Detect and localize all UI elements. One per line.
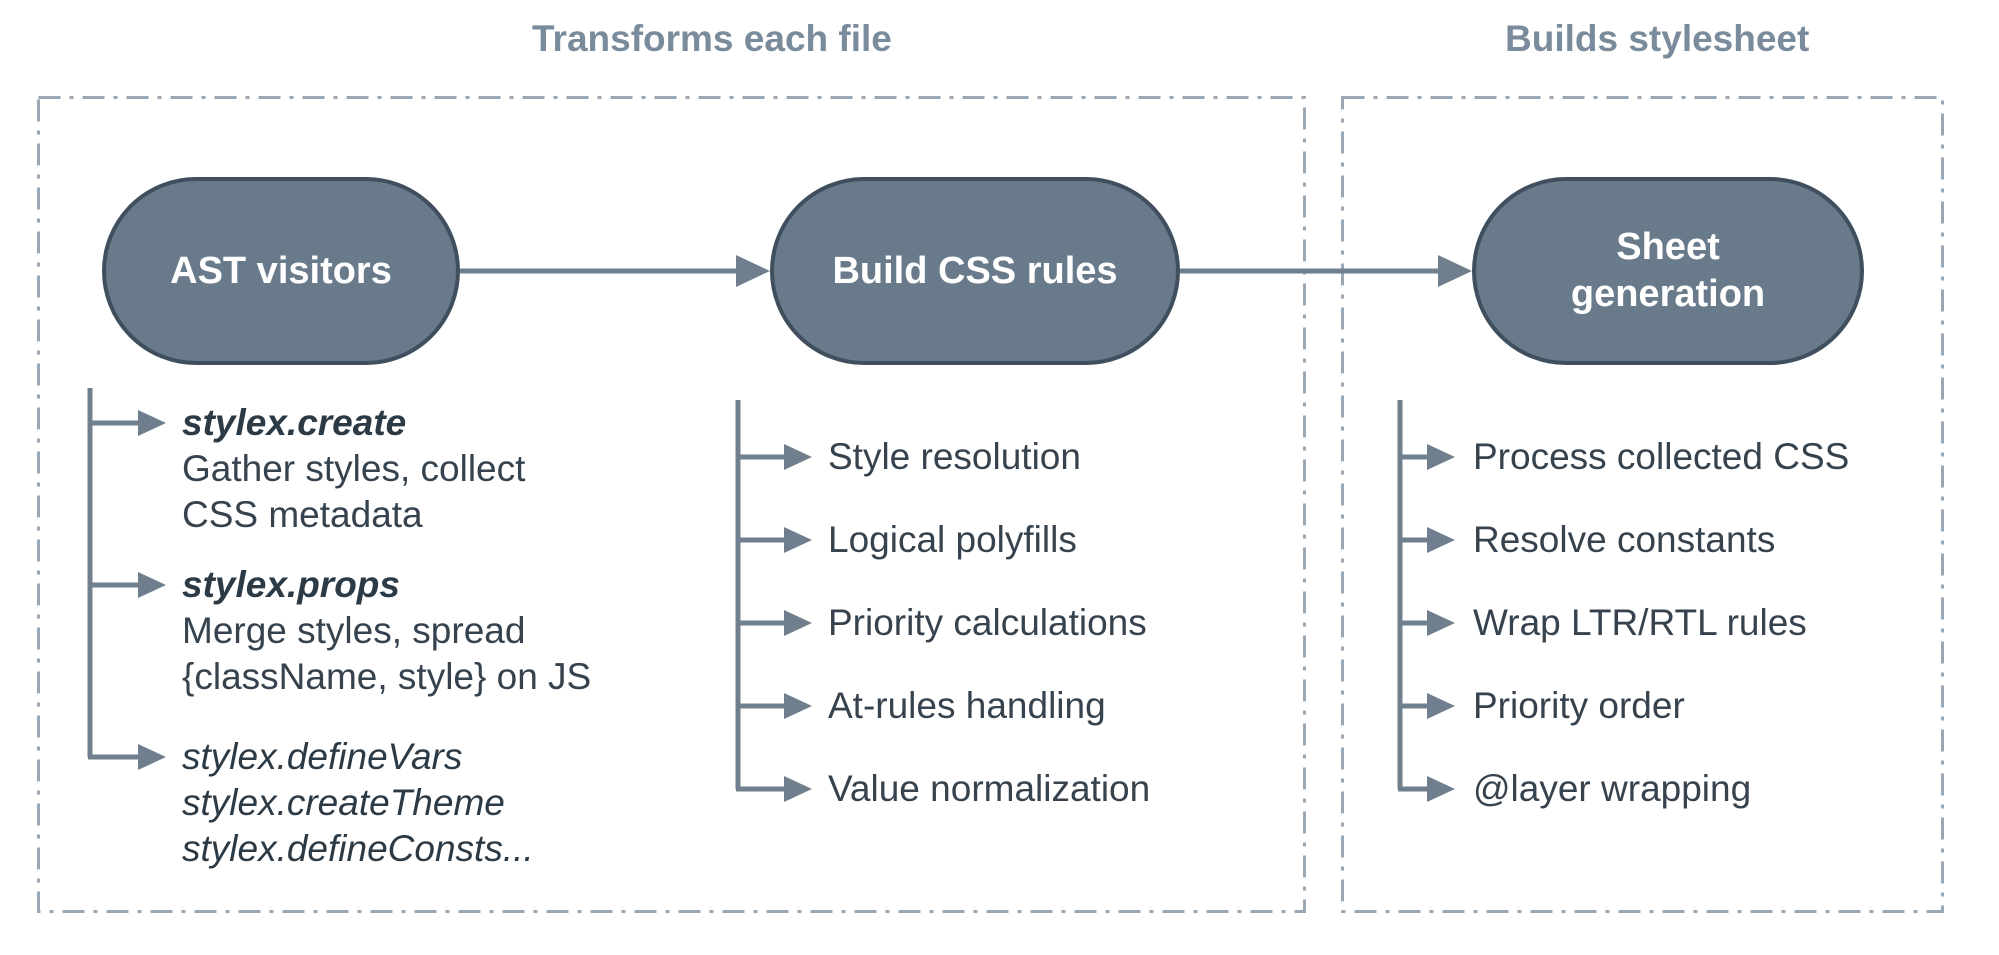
tree-branch-arrowhead bbox=[138, 572, 166, 598]
tree-branch-arrowhead bbox=[138, 744, 166, 770]
tree-branch-arrowhead bbox=[1427, 776, 1455, 802]
builds-box-border bbox=[1341, 96, 1944, 913]
stage-pill-ast-visitors: AST visitors bbox=[102, 177, 460, 365]
arrow-ast-to-build-head bbox=[736, 255, 770, 287]
tree-branch-arrowhead bbox=[1427, 610, 1455, 636]
arrow-build-to-sheet-head bbox=[1438, 255, 1472, 287]
stage-pill-label: Sheet generation bbox=[1570, 226, 1766, 315]
tree-branch-arrowhead bbox=[1427, 693, 1455, 719]
stage-pill-sheet-generation: Sheet generation bbox=[1472, 177, 1864, 365]
tree-branch-arrowhead bbox=[784, 527, 812, 553]
transforms-box-border bbox=[37, 96, 1306, 913]
stage-pill-label: AST visitors bbox=[170, 249, 392, 292]
tree-connectors bbox=[87, 388, 1455, 802]
stage-pill-label: Build CSS rules bbox=[832, 249, 1118, 292]
tree-branch-arrowhead bbox=[1427, 444, 1455, 470]
tree-branch-arrowhead bbox=[784, 776, 812, 802]
transforms-each-file-heading: Transforms each file bbox=[532, 18, 892, 59]
builds-stylesheet-heading: Builds stylesheet bbox=[1505, 18, 1810, 59]
tree-branch-arrowhead bbox=[784, 610, 812, 636]
tree-branch-arrowhead bbox=[1427, 527, 1455, 553]
tree-branch-arrowhead bbox=[784, 693, 812, 719]
tree-branch-arrowhead bbox=[784, 444, 812, 470]
stage-pill-build-css-rules: Build CSS rules bbox=[770, 177, 1180, 365]
tree-branch-arrowhead bbox=[138, 410, 166, 436]
